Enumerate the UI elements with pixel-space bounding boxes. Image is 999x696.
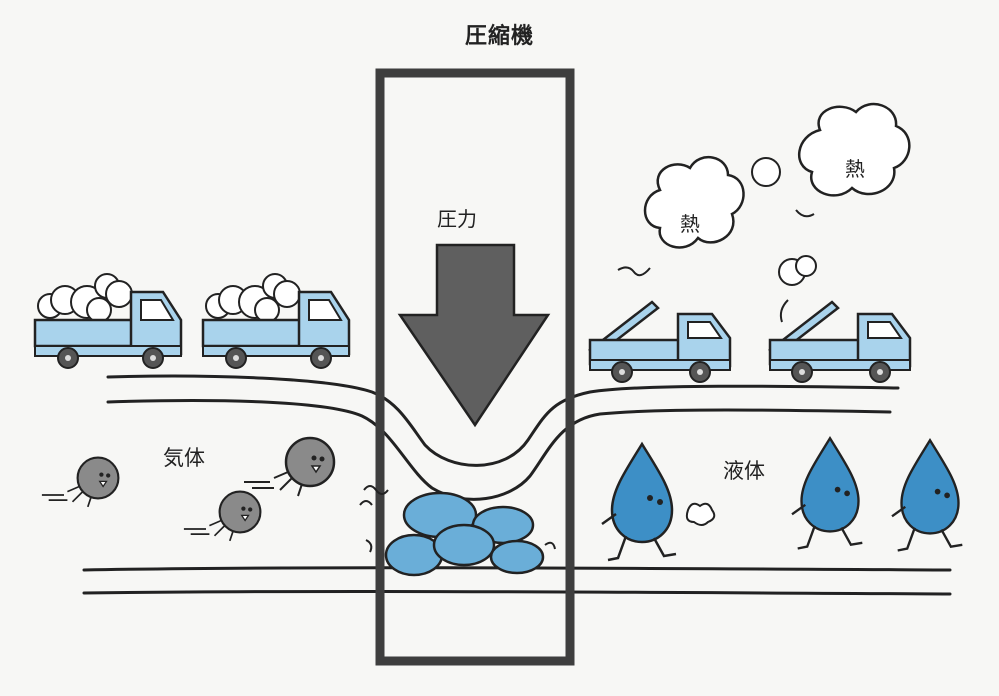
heat-wisps	[617, 209, 815, 323]
pressure-label: 圧力	[437, 207, 477, 231]
gas-truck-2	[201, 272, 351, 370]
heat-cloud-2	[797, 102, 911, 197]
gas-particle-1	[40, 456, 120, 508]
heat-cloud-1	[643, 156, 745, 249]
liquid-drop-3	[890, 439, 964, 552]
squiggle-marks	[359, 485, 556, 553]
liquid-truck-2	[768, 300, 912, 384]
lower-track-lines	[82, 566, 952, 596]
liquid-label: 液体	[723, 459, 765, 483]
breath-puff	[685, 502, 716, 526]
compressor-frame	[375, 68, 575, 666]
liquid-drop-2	[790, 437, 864, 550]
compressed-particles	[384, 491, 545, 577]
liquid-drop-1	[600, 442, 678, 562]
gas-particle-3	[242, 436, 336, 498]
gas-particle-2	[182, 490, 262, 542]
small-puffs	[751, 157, 817, 286]
gas-label: 気体	[163, 446, 205, 470]
compressor-title: 圧縮機	[464, 24, 534, 49]
pressure-arrow-icon	[397, 243, 551, 428]
heat-label-2: 熱	[845, 157, 865, 181]
heat-label-1: 熱	[680, 212, 700, 236]
upper-track-lines	[106, 374, 900, 501]
gas-truck-1	[33, 272, 183, 370]
liquid-truck-1	[588, 300, 732, 384]
